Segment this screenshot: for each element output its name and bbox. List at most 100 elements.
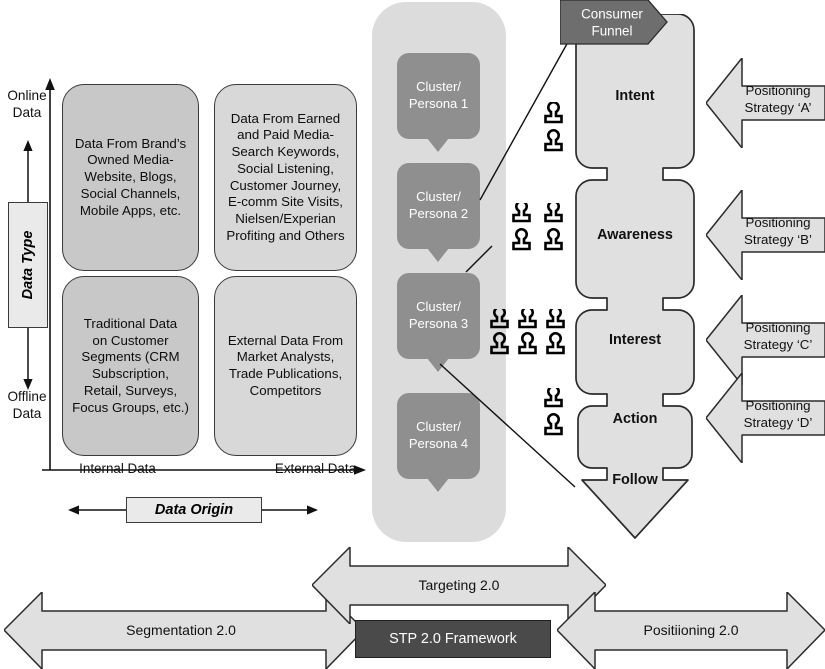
axis-label-external-data: External Data xyxy=(274,461,357,476)
axis-label-offline-data: Offline Data xyxy=(0,389,54,422)
connector-cluster2-to-intent xyxy=(479,41,569,201)
stp-framework-box[interactable]: STP 2.0 Framework xyxy=(355,620,551,658)
pos-b-line1: Positioning xyxy=(745,214,811,230)
connector-cluster2-to-cluster3 xyxy=(465,245,493,273)
positioning-arrow-d[interactable] xyxy=(706,373,825,463)
y-axis-arrow xyxy=(45,78,55,470)
q3-line5: Retail, Surveys, xyxy=(83,382,178,398)
q2-line8: Profiting and Others xyxy=(226,227,345,243)
q3-line3: Segments (CRM xyxy=(81,349,180,365)
pos-c-line1: Positioning xyxy=(745,319,811,335)
cluster-3-tail xyxy=(427,358,449,372)
positioning-arrow-c[interactable] xyxy=(706,295,825,385)
targeting-arrow[interactable] xyxy=(312,547,606,624)
cluster-2-line2: Persona 2 xyxy=(408,206,469,221)
people-icons-awareness xyxy=(512,203,563,251)
consumer-funnel-label: Consumer Funnel xyxy=(581,6,643,40)
cluster-1-line2: Persona 1 xyxy=(408,96,469,111)
offline-data-line1: Offline xyxy=(7,389,47,404)
q1-line5: Mobile Apps, etc. xyxy=(79,202,182,218)
q1-line1: Data From Brand’s xyxy=(74,135,187,151)
pos-d-line1: Positioning xyxy=(745,397,811,413)
segmentation-arrow[interactable] xyxy=(4,592,364,669)
funnel-stage-interest[interactable]: Interest xyxy=(609,332,661,348)
cluster-1-line1: Cluster/ xyxy=(416,79,461,95)
q2-line7: Nielsen/Experian xyxy=(235,211,336,226)
data-origin-label-box: Data Origin xyxy=(126,497,262,523)
q2-line1: Data From Earned xyxy=(230,110,341,126)
data-type-axis-arrows xyxy=(23,140,33,390)
cluster-1-tail xyxy=(427,138,449,152)
x-axis-arrow xyxy=(42,465,366,475)
quadrant-traditional-segments[interactable]: Traditional Data on Customer Segments (C… xyxy=(62,276,199,456)
funnel-stage-intent[interactable]: Intent xyxy=(615,88,655,104)
positioning-band-label: Positiioning 2.0 xyxy=(643,622,739,638)
q2-line2: and Paid Media- xyxy=(237,127,334,143)
cluster-2-line1: Cluster/ xyxy=(416,189,461,205)
q3-line4: Subscription, xyxy=(92,366,169,381)
q1-line3: Website, Blogs, xyxy=(84,169,177,185)
consumer-funnel-badge[interactable] xyxy=(560,0,668,45)
q2-line6: E-comm Site Visits, xyxy=(227,194,343,210)
cluster-4-line1: Cluster/ xyxy=(416,419,461,435)
q4-line3: Trade Publications, xyxy=(228,366,343,381)
cluster-3-line2: Persona 3 xyxy=(408,316,469,331)
cluster-persona-4[interactable]: Cluster/ Persona 4 xyxy=(397,393,480,479)
cluster-4-tail xyxy=(427,478,449,492)
q4-line4: Competitors xyxy=(249,382,322,398)
online-data-line1: Online xyxy=(7,88,47,103)
offline-data-line2: Data xyxy=(12,405,42,421)
consumer-funnel-shape[interactable] xyxy=(560,14,710,546)
cluster-2-tail xyxy=(427,248,449,262)
q2-line3: Search Keywords, xyxy=(231,144,340,159)
cluster-persona-1[interactable]: Cluster/ Persona 1 xyxy=(397,53,480,139)
data-type-label-box: Data Type xyxy=(8,202,48,328)
online-data-line2: Data xyxy=(12,104,42,120)
q4-line1: External Data From xyxy=(227,332,344,348)
quadrant-brand-owned-media[interactable]: Data From Brand’s Owned Media- Website, … xyxy=(62,84,199,271)
consumer-funnel-line2: Funnel xyxy=(591,23,633,38)
q3-line2: on Customer xyxy=(92,332,169,348)
segmentation-label: Segmentation 2.0 xyxy=(126,622,236,638)
pos-b-line2: Strategy ‘B’ xyxy=(744,232,812,247)
data-origin-label: Data Origin xyxy=(154,501,234,518)
targeting-label: Targeting 2.0 xyxy=(418,577,500,593)
cluster-4-line2: Persona 4 xyxy=(408,436,469,451)
funnel-stage-follow[interactable]: Follow xyxy=(612,472,658,488)
quadrant-earned-paid-media[interactable]: Data From Earned and Paid Media- Search … xyxy=(214,84,357,271)
cluster-persona-2[interactable]: Cluster/ Persona 2 xyxy=(397,163,480,249)
funnel-stage-action[interactable]: Action xyxy=(612,411,658,427)
data-origin-axis-arrows xyxy=(68,505,318,515)
pos-a-line2: Strategy ‘A’ xyxy=(744,100,812,115)
q3-line6: Focus Groups, etc.) xyxy=(72,399,189,415)
axis-label-internal-data: Internal Data xyxy=(79,461,156,476)
cluster-persona-3[interactable]: Cluster/ Persona 3 xyxy=(397,273,480,359)
people-icons-interest xyxy=(490,309,565,355)
people-icons-action xyxy=(544,388,563,436)
consumer-funnel-line1: Consumer xyxy=(581,6,643,22)
positioning-arrow-b[interactable] xyxy=(706,190,825,280)
q2-line5: Customer Journey, xyxy=(229,177,342,193)
positioning-band-arrow[interactable] xyxy=(557,592,825,669)
funnel-stage-awareness[interactable]: Awareness xyxy=(597,227,673,243)
positioning-strategy-d-label: Positioning Strategy ‘D’ xyxy=(744,397,813,431)
positioning-strategy-c-label: Positioning Strategy ‘C’ xyxy=(744,319,813,353)
cluster-3-line1: Cluster/ xyxy=(416,299,461,315)
pos-d-line2: Strategy ‘D’ xyxy=(743,415,813,430)
connector-cluster3-to-follow xyxy=(439,363,576,488)
q1-line2: Owned Media- xyxy=(87,152,174,168)
pos-c-line2: Strategy ‘C’ xyxy=(743,337,813,352)
positioning-arrow-a[interactable] xyxy=(706,58,825,148)
q3-line1: Traditional Data xyxy=(83,315,178,331)
q2-line4: Social Listening, xyxy=(237,160,334,176)
pos-a-line1: Positioning xyxy=(745,82,811,98)
quadrant-external-market-data[interactable]: External Data From Market Analysts, Trad… xyxy=(214,276,357,456)
q4-line2: Market Analysts, xyxy=(236,349,335,365)
axis-label-online-data: Online Data xyxy=(0,88,54,121)
positioning-strategy-a-label: Positioning Strategy ‘A’ xyxy=(744,82,811,116)
people-icons-intent xyxy=(544,102,563,152)
q1-line4: Social Channels, xyxy=(80,185,181,201)
positioning-strategy-b-label: Positioning Strategy ‘B’ xyxy=(744,214,812,248)
stp-framework-label: STP 2.0 Framework xyxy=(389,630,517,647)
